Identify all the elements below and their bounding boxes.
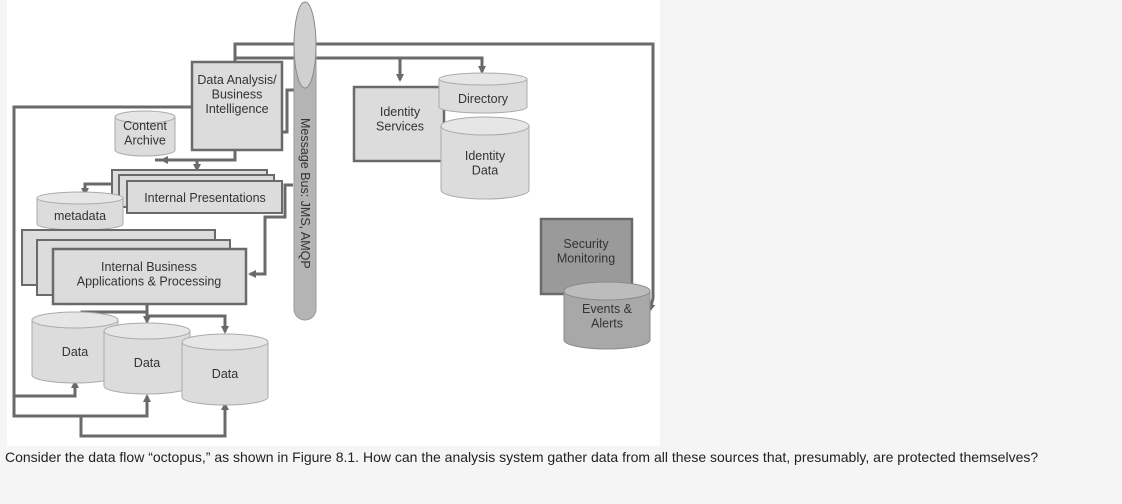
data-store-1-label: Data (62, 345, 88, 359)
bus-to-events-line (233, 42, 656, 312)
pres-to-metadata-line (81, 182, 112, 196)
label-line: Services (376, 120, 424, 134)
data-store-3: Data (181, 333, 269, 406)
bus-to-biz-line (248, 183, 293, 278)
data-store-2: Data (103, 322, 191, 395)
label-line: Data (472, 164, 498, 178)
left-loop-line (12, 105, 192, 418)
connector-lines (12, 42, 656, 438)
data-store-3-label: Data (212, 367, 238, 381)
events-alerts-label: Events &Alerts (582, 302, 633, 331)
question-text: Consider the data flow “octopus,” as sho… (5, 449, 1039, 465)
metadata-label: metadata (54, 209, 106, 223)
data-store-2-label: Data (134, 356, 160, 370)
loop-data1-line (14, 380, 79, 398)
metadata-node: metadata (36, 191, 124, 231)
bus-to-directory-line (233, 56, 486, 74)
events-alerts-node: Events &Alerts (563, 281, 651, 350)
directory-node: Directory (438, 72, 528, 114)
label-line: Content (123, 119, 167, 133)
directory-label: Directory (458, 92, 509, 106)
octopus-data-flow-figure: Message Bus: JMS, AMQP Data Analysis/Bus… (7, 0, 660, 446)
label-line: Intelligence (205, 102, 268, 116)
loop-data3-line (79, 402, 229, 438)
label-line: Security (563, 237, 609, 251)
label-line: Alerts (591, 317, 623, 331)
message-bus-label: Message Bus: JMS, AMQP (298, 118, 312, 269)
internal-presentations-label: Internal Presentations (144, 191, 266, 205)
label-line: Business (212, 87, 263, 101)
label-line: Identity (465, 149, 506, 163)
label-line: Archive (124, 134, 166, 148)
message-bus: Message Bus: JMS, AMQP (293, 1, 317, 321)
label-line: Applications & Processing (77, 275, 222, 289)
biz-to-data3-line (147, 314, 229, 334)
data-store-1: Data (31, 311, 119, 384)
label-line: Monitoring (557, 252, 615, 266)
label-line: Identity (380, 105, 421, 119)
internal-presentations-node: Internal Presentations (111, 169, 283, 214)
label-line: Events & (582, 302, 633, 316)
label-line: Data Analysis/ (197, 73, 277, 87)
label-line: Internal Business (101, 260, 197, 274)
